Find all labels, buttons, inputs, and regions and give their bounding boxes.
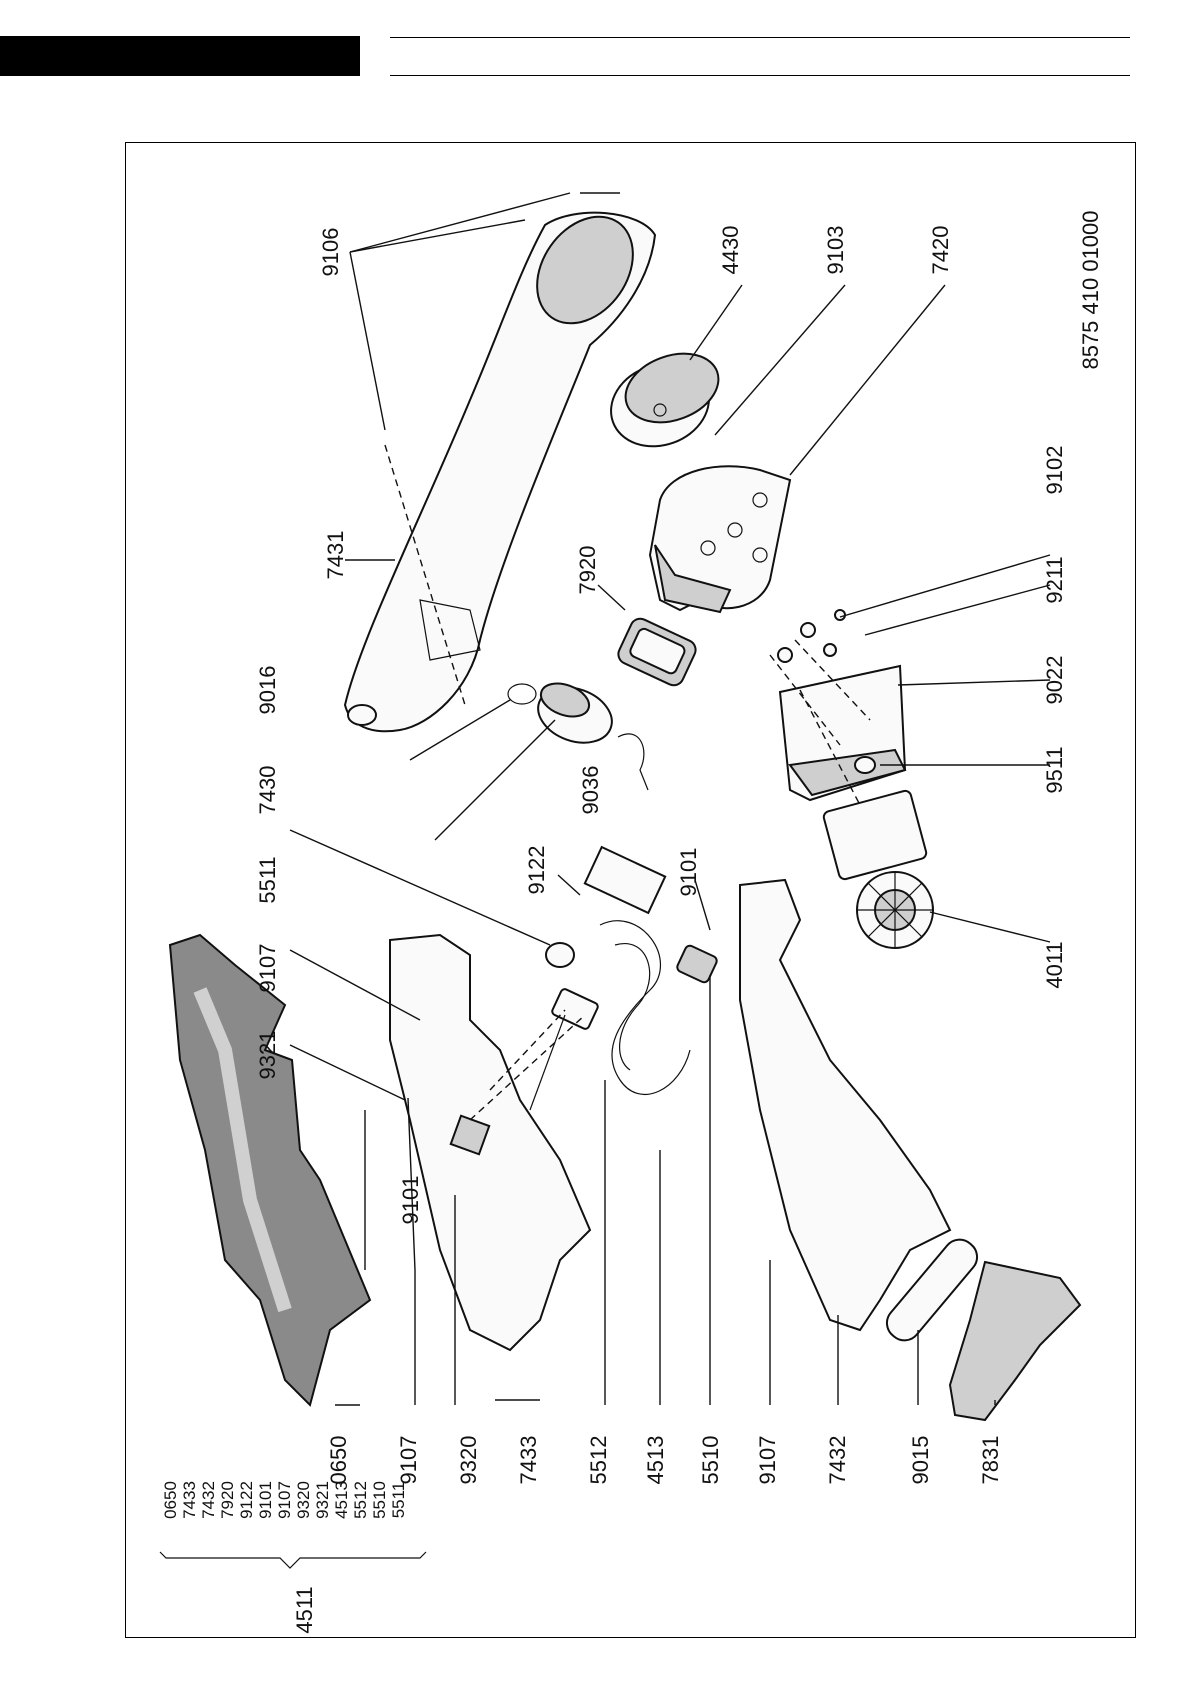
kit-item: 4513 bbox=[332, 1481, 351, 1519]
part-screws-9102-9211 bbox=[777, 609, 846, 663]
callout-9015: 9015 bbox=[908, 1436, 933, 1485]
kit-item: 7433 bbox=[180, 1481, 199, 1519]
callout-9022: 9022 bbox=[1042, 656, 1067, 705]
callout-9107: 9107 bbox=[396, 1436, 421, 1485]
callout-4011: 4011 bbox=[1042, 941, 1067, 988]
part-9036-clip bbox=[617, 733, 649, 791]
kit-item: 5511 bbox=[389, 1482, 408, 1519]
callout-5511: 5511 bbox=[255, 856, 280, 903]
part-7431-duct bbox=[343, 211, 657, 733]
callout-9122: 9122 bbox=[524, 846, 549, 895]
part-5510-thermostat bbox=[676, 944, 718, 984]
part-9015-gasket bbox=[885, 1238, 979, 1342]
part-7831-filter bbox=[948, 1260, 1082, 1422]
part-5512-switch bbox=[551, 988, 599, 1030]
callout-9321: 9321 bbox=[255, 1031, 280, 1080]
kit-item: 9321 bbox=[313, 1481, 332, 1519]
kit-item: 9320 bbox=[294, 1481, 313, 1519]
part-5512-rod bbox=[529, 1014, 566, 1111]
document-code: 8575 410 01000 bbox=[1078, 210, 1103, 369]
callout-7430: 7430 bbox=[255, 766, 280, 815]
header-rule-top bbox=[390, 37, 1130, 38]
callout-9101: 9101 bbox=[676, 848, 701, 897]
callout-9102: 9102 bbox=[1042, 446, 1067, 495]
callout-4430: 4430 bbox=[718, 226, 743, 275]
part-9511-bushing bbox=[854, 756, 876, 774]
callout-5512: 5512 bbox=[586, 1436, 611, 1485]
part-7430-elbow-mouth bbox=[539, 682, 591, 718]
header-bar bbox=[0, 36, 360, 76]
callout-7831: 7831 bbox=[978, 1436, 1003, 1485]
leader-lines bbox=[289, 192, 1051, 1406]
part-7920-seal bbox=[617, 617, 697, 687]
callout-4513: 4513 bbox=[643, 1436, 668, 1485]
part-9016-ring bbox=[507, 683, 537, 705]
assembly-lines bbox=[384, 444, 871, 1121]
part-4011-motor bbox=[822, 789, 934, 949]
kit-item: 9122 bbox=[237, 1481, 256, 1519]
callout-7920: 7920 bbox=[575, 546, 600, 595]
part-4430-fan-wheel bbox=[610, 352, 720, 448]
kit-item: 9101 bbox=[256, 1481, 275, 1519]
kit-item: 5512 bbox=[351, 1481, 370, 1519]
header-rule-bottom bbox=[390, 75, 1130, 76]
part-4513-heater bbox=[583, 845, 691, 1096]
callout-7431: 7431 bbox=[323, 531, 348, 580]
part-7433-panel bbox=[389, 933, 592, 1352]
part-9320-plate bbox=[449, 1114, 491, 1156]
kit-item: 0650 bbox=[161, 1481, 180, 1519]
callout-7433: 7433 bbox=[516, 1436, 541, 1485]
kit-item: 7920 bbox=[218, 1481, 237, 1519]
part-7431-stud bbox=[347, 704, 377, 726]
part-7431-duct-opening bbox=[536, 215, 634, 325]
part-7431-bracket bbox=[419, 599, 481, 661]
callout-9107: 9107 bbox=[255, 944, 280, 993]
callout-7432: 7432 bbox=[825, 1436, 850, 1485]
part-9022-bracket-base bbox=[788, 748, 907, 797]
kit-number: 4511 bbox=[292, 1586, 317, 1633]
part-7432-panel bbox=[739, 878, 952, 1332]
part-5511-knob bbox=[545, 942, 575, 968]
callout-9511: 9511 bbox=[1042, 746, 1067, 793]
kit-item: 9107 bbox=[275, 1481, 294, 1519]
callout-0650: 0650 bbox=[326, 1436, 351, 1485]
kit-item: 5510 bbox=[370, 1481, 389, 1519]
callout-9036: 9036 bbox=[578, 766, 603, 815]
callout-9106: 9106 bbox=[318, 228, 343, 277]
kit-brace bbox=[159, 1551, 427, 1569]
callout-9101: 9101 bbox=[398, 1176, 423, 1225]
callout-5510: 5510 bbox=[698, 1436, 723, 1485]
diagram-frame bbox=[125, 142, 1136, 1638]
kit-item: 7432 bbox=[199, 1481, 218, 1519]
callout-9103: 9103 bbox=[823, 226, 848, 275]
callout-9107: 9107 bbox=[755, 1436, 780, 1485]
part-7420-housing-flange bbox=[654, 544, 732, 614]
callout-9211: 9211 bbox=[1042, 556, 1067, 603]
part-drawings bbox=[168, 211, 1082, 1422]
callout-9016: 9016 bbox=[255, 666, 280, 715]
callout-9320: 9320 bbox=[456, 1436, 481, 1485]
callout-7420: 7420 bbox=[928, 226, 953, 275]
